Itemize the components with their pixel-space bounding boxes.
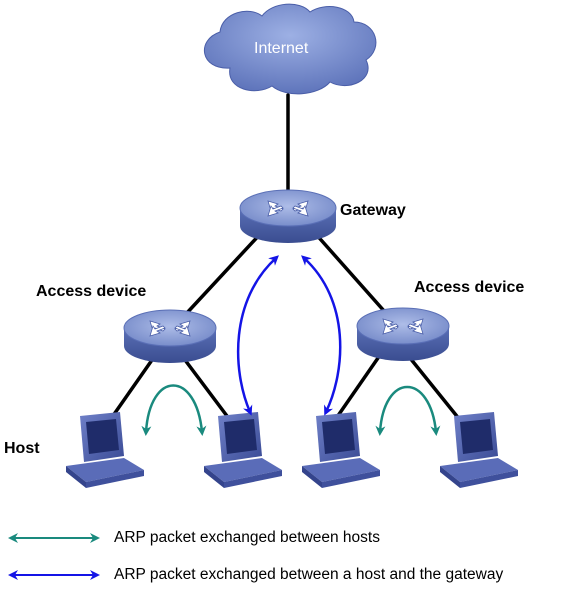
link-access-right-host3 [333, 356, 380, 422]
switch-arrows-icon [149, 320, 191, 337]
host-label: Host [4, 440, 40, 457]
arp-gateway-arrow-left [236, 255, 279, 416]
switch-arrows-icon [267, 200, 309, 217]
legend-gateway-text: ARP packet exchanged between a host and … [114, 566, 504, 583]
host-1 [66, 412, 144, 488]
links [108, 93, 462, 422]
link-gateway-access-left [183, 230, 264, 317]
arp-host-arrow-right [375, 386, 441, 436]
link-gateway-access-right [312, 230, 387, 314]
legend-host-text: ARP packet exchanged between hosts [114, 529, 380, 546]
link-access-right-host4 [408, 356, 462, 422]
access-device-right [356, 307, 450, 361]
internet-label: Internet [254, 40, 309, 57]
internet-cloud [204, 3, 377, 95]
access-device-left [123, 309, 217, 363]
gateway-label: Gateway [340, 202, 406, 219]
switch-arrows-icon [382, 318, 424, 335]
arp-host-arrow-left [141, 384, 207, 436]
host-4 [440, 412, 518, 488]
link-access-left-host2 [183, 358, 232, 422]
host-2 [204, 412, 282, 488]
host-3 [302, 412, 380, 488]
access-device-left-label: Access device [36, 283, 147, 300]
gateway-switch [239, 189, 337, 243]
link-access-left-host1 [108, 358, 154, 422]
arp-gateway-arrow-right [301, 255, 342, 416]
access-device-right-label: Access device [414, 279, 525, 296]
